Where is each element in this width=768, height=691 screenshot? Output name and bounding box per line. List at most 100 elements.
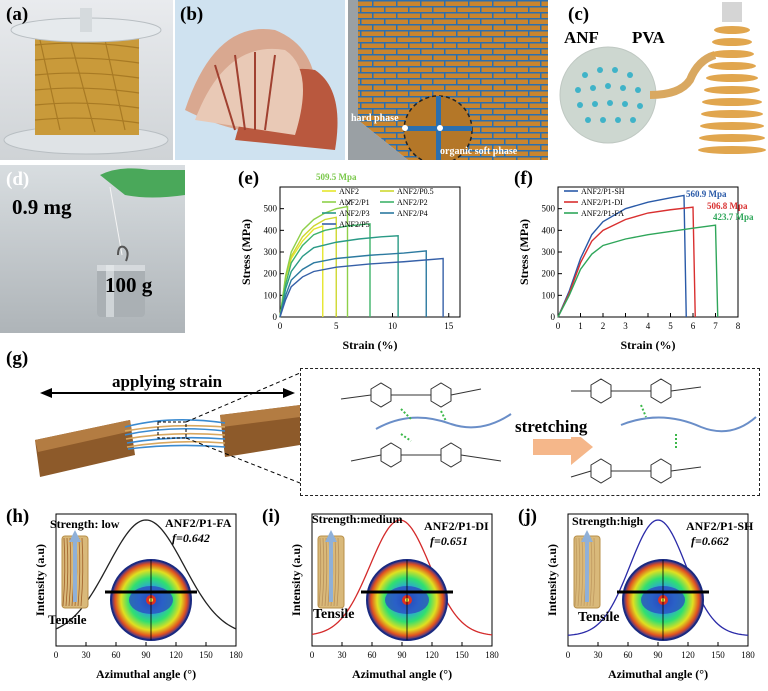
x-tick-label: 7 (713, 321, 718, 331)
legend-entry: ANF2/P4 (397, 209, 428, 218)
sample-i-label: ANF2/P1-DI (424, 519, 489, 533)
x-tick-label: 60 (368, 650, 378, 660)
mass-label: 0.9 mg (12, 195, 72, 219)
panel-g-label: (g) (6, 348, 29, 369)
y-tick-label: 200 (264, 269, 278, 279)
x-tick-label: 3 (623, 321, 628, 331)
x-tick-label: 4 (646, 321, 651, 331)
strength-medium-label: Strength:medium (312, 512, 403, 526)
y-axis-label: Intensity (a.u) (545, 544, 559, 616)
series-line (279, 250, 427, 318)
y-tick-label: 300 (542, 247, 556, 257)
intensity-curve (567, 519, 749, 636)
x-tick-label: 15 (444, 321, 454, 331)
hard-phase-label: hard phase (351, 113, 399, 124)
y-tick-label: 200 (542, 269, 556, 279)
shell-illustration (185, 29, 338, 150)
x-tick-label: 30 (82, 650, 92, 660)
x-tick-label: 5 (334, 321, 339, 331)
panel-e-label: (e) (238, 168, 260, 189)
x-axis-label: Azimuthal angle (°) (608, 667, 708, 681)
series-line (557, 194, 687, 318)
peak-arrow (345, 199, 352, 206)
pva-label: PVA (632, 28, 665, 47)
x-axis-label: Strain (%) (343, 338, 398, 352)
molecular-structure-illustration (340, 378, 757, 484)
series-line (279, 216, 337, 318)
x-tick-label: 10 (388, 321, 398, 331)
panel-c: (c) ANF PVA (550, 0, 768, 160)
peak-label: 506.8 Mpa (707, 201, 748, 211)
y-axis-label: Intensity (a.u) (289, 544, 303, 616)
strength-high-label: Strength:high (572, 514, 644, 528)
x-tick-label: 90 (654, 650, 664, 660)
y-tick-label: 0 (273, 312, 278, 322)
molecular-box: stretching (300, 368, 760, 496)
tensile-h-label: Tensile (48, 612, 87, 627)
fiber-strand (336, 537, 340, 607)
y-tick-label: 400 (264, 225, 278, 235)
panel-h-label: (h) (6, 506, 30, 527)
peak-label: 423.7 Mpa (713, 212, 754, 222)
panel-a-photo (0, 0, 173, 160)
brick-wall-illustration: hard phase organic soft phase (348, 0, 548, 160)
y-tick-label: 500 (542, 204, 556, 214)
peak-label: 560.9 Mpa (686, 189, 727, 199)
fiber-strand (574, 537, 578, 607)
x-tick-label: 30 (594, 650, 604, 660)
x-tick-label: 150 (199, 650, 213, 660)
x-tick-label: 2 (601, 321, 606, 331)
legend-entry: ANF2/P2 (397, 198, 428, 207)
fiber-strand (318, 537, 322, 607)
x-tick-label: 90 (142, 650, 152, 660)
fiber-strand (77, 537, 81, 607)
panel-i-label: (i) (262, 506, 280, 527)
x-tick-label: 0 (556, 321, 561, 331)
fiber-strand (68, 537, 72, 607)
series-line (557, 224, 719, 318)
panel-a-label: (a) (6, 4, 29, 25)
x-tick-label: 120 (681, 650, 695, 660)
fiber-strand (580, 537, 584, 607)
x-tick-label: 180 (741, 650, 755, 660)
tensile-arrow-head (69, 530, 81, 542)
fiber-strand (62, 537, 66, 607)
panel-b-label: (b) (180, 4, 204, 25)
panel-d-photo: (d) 0.9 mg 100 g (0, 165, 185, 333)
fiber-strand (80, 537, 84, 607)
x-tick-label: 150 (711, 650, 725, 660)
fiber-strand (592, 537, 596, 607)
legend-entry: ANF2/P1 (339, 198, 370, 207)
applying-strain-label: applying strain (112, 372, 223, 391)
x-axis-label: Azimuthal angle (°) (96, 667, 196, 681)
x-tick-label: 120 (425, 650, 439, 660)
x-tick-label: 30 (338, 650, 348, 660)
y-tick-label: 300 (264, 247, 278, 257)
x-tick-label: 0 (310, 650, 315, 660)
strength-low-label: Strength: low (50, 517, 120, 531)
x-tick-label: 120 (169, 650, 183, 660)
x-tick-label: 180 (485, 650, 499, 660)
y-axis-label: Stress (MPa) (517, 219, 531, 285)
peak-label: 509.5 Mpa (316, 172, 357, 182)
fiber-strand (321, 537, 325, 607)
panel-c-label: (c) (568, 4, 590, 25)
series-line (279, 205, 349, 318)
series-line (557, 206, 696, 318)
f-value-i: f=0.651 (430, 534, 468, 548)
tensile-i-label: Tensile (313, 607, 355, 622)
legend-entry: ANF2/P0.5 (397, 187, 434, 196)
legend-entry: ANF2/P1-SH (581, 187, 625, 196)
series-line (279, 235, 399, 318)
anf-label: ANF (564, 28, 599, 47)
sample-j-label: ANF2/P1-SH (686, 519, 754, 533)
x-tick-label: 1 (578, 321, 583, 331)
legend-entry: ANF2 (339, 187, 359, 196)
series-line (279, 257, 444, 318)
legend-entry: ANF2/P5 (339, 220, 370, 229)
tensile-arrow-head (325, 530, 337, 542)
